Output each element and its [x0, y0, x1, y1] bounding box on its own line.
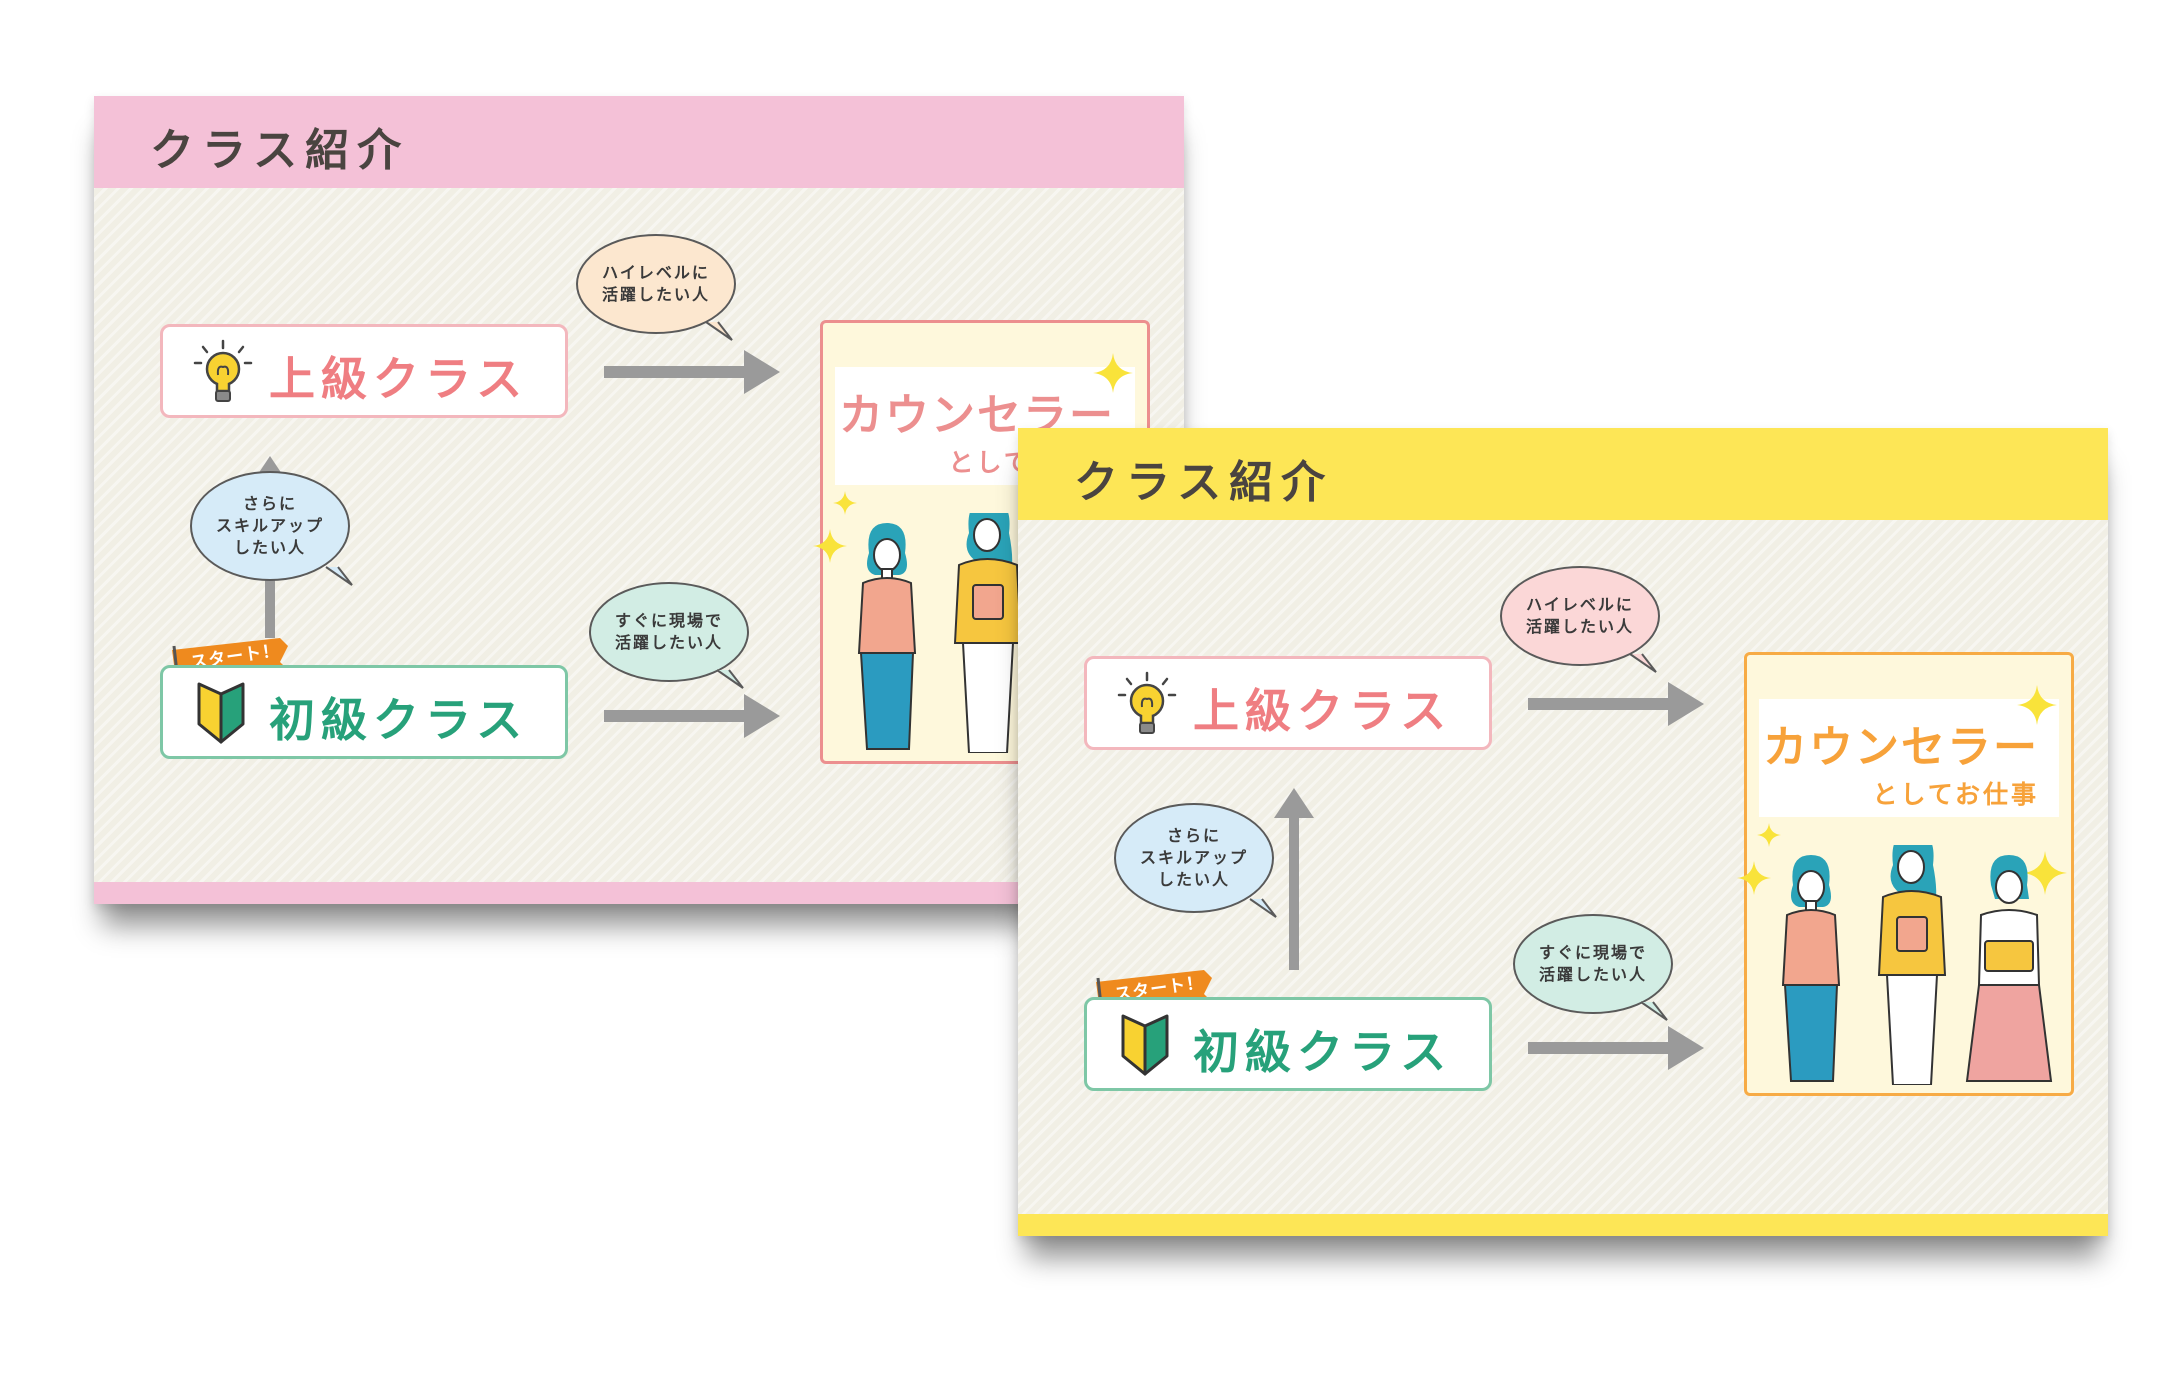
sparkle-icon — [1737, 861, 1771, 895]
lightbulb-icon — [1117, 671, 1177, 734]
arrow-right-beginner — [604, 694, 780, 738]
speech-bubble-right-away: すぐに現場で 活躍したい人 — [589, 582, 749, 689]
speech-bubble-high-level: ハイレベルに 活躍したい人 — [1500, 566, 1660, 673]
speech-bubble-more-skills: さらに スキルアップ したい人 — [1114, 803, 1277, 918]
lightbulb-icon — [193, 339, 253, 402]
sparkle-icon — [1093, 353, 1133, 393]
job-title: カウンセラー — [1763, 722, 2039, 773]
sparkle-icon — [813, 529, 847, 563]
arrow-right-advanced — [604, 350, 780, 394]
counselor-job-card: カウンセラー としてお仕事 — [813, 320, 1150, 764]
bubble-text: すぐに現場で 活躍したい人 — [614, 611, 723, 652]
slide-title: クラス紹介 — [150, 125, 410, 176]
speech-bubble-more-skills: さらに スキルアップ したい人 — [190, 471, 353, 586]
sparkle-icon — [2017, 685, 2057, 725]
sparkle-icon — [1757, 823, 1781, 847]
slide-title: クラス紹介 — [1074, 457, 1334, 508]
arrow-right-advanced — [1528, 682, 1704, 726]
slide-yellow: クラス紹介 上級クラス さらに スキルアップ したい人 ハイレベルに 活躍したい… — [1018, 428, 2108, 1236]
slide-pink: クラス紹介 上級クラス さらに スキルアップ したい人 ハイレベルに 活躍したい… — [94, 96, 1184, 904]
counselor-job-card: カウンセラー としてお仕事 — [1737, 652, 2074, 1096]
speech-bubble-right-away: すぐに現場で 活躍したい人 — [1513, 914, 1673, 1021]
advanced-class-box: 上級クラス — [160, 324, 568, 418]
advanced-class-box: 上級クラス — [1084, 656, 1492, 750]
bubble-text: ハイレベルに 活躍したい人 — [601, 263, 710, 304]
arrow-right-beginner — [1528, 1026, 1704, 1070]
advanced-class-label: 上級クラス — [269, 352, 529, 406]
counselors-illustration — [1781, 845, 2053, 1085]
bubble-text: さらに スキルアップ したい人 — [215, 494, 324, 557]
beginner-class-box: 初級クラス — [1084, 997, 1492, 1091]
sparkle-icon — [2023, 851, 2067, 895]
beginner-mark-icon — [197, 682, 245, 744]
bubble-text: ハイレベルに 活躍したい人 — [1525, 595, 1634, 636]
slide-footer — [1018, 1214, 2108, 1236]
job-subtitle: としてお仕事 — [1872, 780, 2039, 809]
bubble-text: さらに スキルアップ したい人 — [1139, 826, 1248, 889]
slide-header: クラス紹介 — [1018, 428, 2108, 520]
speech-bubble-high-level: ハイレベルに 活躍したい人 — [576, 234, 736, 341]
bubble-text: すぐに現場で 活躍したい人 — [1538, 943, 1647, 984]
slide-header: クラス紹介 — [94, 96, 1184, 188]
slide-footer — [94, 882, 1184, 904]
advanced-class-label: 上級クラス — [1193, 684, 1453, 738]
beginner-class-label: 初級クラス — [1193, 1025, 1453, 1079]
sparkle-icon — [833, 491, 857, 515]
beginner-class-label: 初級クラス — [269, 693, 529, 747]
beginner-mark-icon — [1121, 1014, 1169, 1076]
arrow-up — [1274, 788, 1314, 970]
beginner-class-box: 初級クラス — [160, 665, 568, 759]
